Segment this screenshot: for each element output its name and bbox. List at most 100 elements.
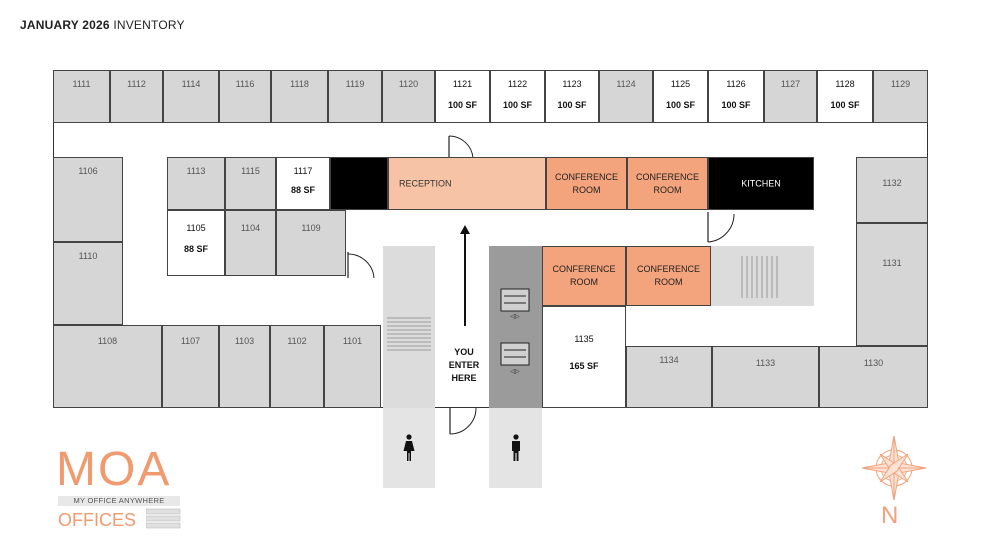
conference-label-line2: ROOM — [654, 277, 683, 287]
room-number: 1107 — [180, 336, 201, 346]
room-number: 1115 — [241, 166, 260, 176]
room-number: 1105 — [186, 223, 206, 233]
room-1134[interactable]: 1134 — [626, 346, 712, 408]
room-number: 1118 — [290, 79, 309, 89]
room-sf: 100 SF — [502, 100, 533, 110]
room-number: 1101 — [342, 336, 363, 346]
room-1103[interactable]: 1103 — [219, 325, 270, 408]
room-number: 1135 — [574, 334, 594, 344]
room-number: 1130 — [863, 358, 884, 368]
room-1124[interactable]: 1124 — [599, 70, 653, 123]
room-number: 1126 — [726, 79, 746, 89]
compass-north: N — [881, 502, 899, 529]
room-1127[interactable]: 1127 — [764, 70, 817, 123]
room-number: 1109 — [301, 223, 321, 233]
room-number: 1123 — [562, 79, 582, 89]
logo-lines-icon — [146, 508, 181, 529]
logo-moa: MOA — [56, 443, 172, 496]
room-1131[interactable]: 1131 — [856, 223, 928, 346]
room-1111[interactable]: 1111 — [53, 70, 110, 123]
elevator-shaft — [489, 246, 542, 408]
room-number: 1133 — [755, 358, 776, 368]
room-sf: 100 SF — [557, 100, 587, 110]
kitchen-label: KITCHEN — [741, 178, 781, 188]
room-number: 1120 — [398, 79, 419, 89]
room-1122[interactable]: 1122 100 SF — [490, 70, 545, 123]
room-sf: 165 SF — [569, 361, 599, 371]
room-1115[interactable]: 1115 — [225, 157, 276, 210]
title-date: JANUARY 2026 — [20, 18, 110, 32]
page-title: JANUARY 2026 INVENTORY — [20, 18, 185, 32]
room-number: 1119 — [345, 79, 365, 89]
title-rest: INVENTORY — [113, 18, 185, 32]
room-number: 1113 — [186, 166, 206, 176]
room-1132[interactable]: 1132 — [856, 157, 928, 223]
room-number: 1106 — [78, 166, 98, 176]
room-1123[interactable]: 1123 100 SF — [545, 70, 599, 123]
room-number: 1111 — [72, 79, 91, 89]
room-1119[interactable]: 1119 — [328, 70, 382, 123]
conference-room-2[interactable]: CONFERENCE ROOM — [627, 157, 708, 210]
room-number: 1112 — [127, 79, 146, 89]
door-swing-icon — [448, 135, 474, 159]
room-number: 1122 — [507, 79, 528, 89]
conference-label-line1: CONFERENCE — [635, 171, 699, 182]
entrance-label: YOU ENTER HERE — [440, 346, 488, 385]
room-1110[interactable]: 1110 — [53, 242, 123, 325]
room-1107[interactable]: 1107 — [162, 325, 219, 408]
room-1135[interactable]: 1135 165 SF — [542, 306, 626, 408]
entrance-label-line1: YOU — [454, 347, 474, 357]
room-1133[interactable]: 1133 — [712, 346, 819, 408]
svg-text:◁▷: ◁▷ — [510, 368, 520, 375]
room-1120[interactable]: 1120 — [382, 70, 435, 123]
room-1113[interactable]: 1113 — [167, 157, 225, 210]
room-1129[interactable]: 1129 — [873, 70, 928, 123]
conference-label-line1: CONFERENCE — [552, 264, 616, 274]
men-restroom-icon — [512, 434, 520, 461]
room-sf: 100 SF — [721, 100, 751, 110]
room-sf: 100 SF — [447, 100, 478, 110]
room-number: 1129 — [890, 79, 911, 89]
door-swing-icon — [707, 212, 735, 243]
room-1118[interactable]: 1118 — [271, 70, 328, 123]
elevator-icon: ◁▷ — [500, 288, 530, 320]
room-1101[interactable]: 1101 — [324, 325, 381, 408]
room-sf: 100 SF — [665, 100, 696, 110]
room-number: 1117 — [293, 166, 313, 176]
conference-label-line2: ROOM — [653, 184, 682, 195]
stairwell-left — [383, 246, 435, 408]
room-1121[interactable]: 1121 100 SF — [435, 70, 490, 123]
room-number: 1108 — [97, 336, 118, 346]
room-1114[interactable]: 1114 — [163, 70, 219, 123]
entrance-label-line3: HERE — [451, 373, 477, 383]
room-1112[interactable]: 1112 — [110, 70, 163, 123]
entrance-arrow-icon — [460, 225, 470, 326]
room-number: 1124 — [616, 79, 636, 89]
room-number: 1121 — [452, 79, 473, 89]
room-number: 1125 — [670, 79, 691, 89]
room-sf: 100 SF — [830, 100, 860, 110]
room-1116[interactable]: 1116 — [219, 70, 271, 123]
room-number: 1127 — [780, 79, 801, 89]
room-1128[interactable]: 1128 100 SF — [817, 70, 873, 123]
room-1109[interactable]: 1109 — [276, 210, 346, 276]
room-1102[interactable]: 1102 — [270, 325, 324, 408]
kitchen[interactable]: KITCHEN — [708, 157, 814, 210]
entrance-door-icon — [449, 407, 477, 435]
room-1130[interactable]: 1130 — [819, 346, 928, 408]
room-1125[interactable]: 1125 100 SF — [653, 70, 708, 123]
entrance-label-line2: ENTER — [448, 360, 480, 370]
room-1104[interactable]: 1104 — [225, 210, 276, 276]
reception[interactable]: RECEPTION — [388, 157, 546, 210]
room-1106[interactable]: 1106 — [53, 157, 123, 242]
room-1126[interactable]: 1126 100 SF — [708, 70, 764, 123]
room-1108[interactable]: 1108 — [53, 325, 162, 408]
room-number: 1128 — [835, 79, 855, 89]
